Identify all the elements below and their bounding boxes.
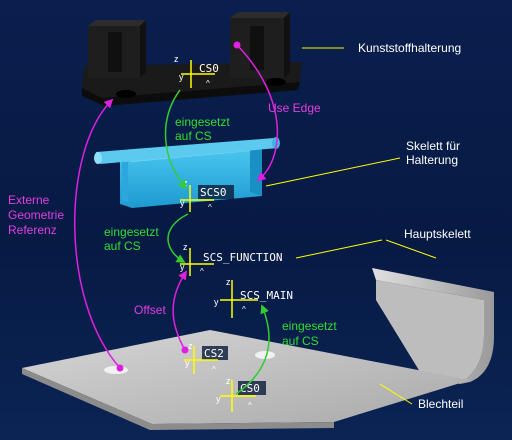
label-externe-3: Referenz: [8, 223, 57, 237]
label-eingesetzt-1b: auf CS: [175, 129, 212, 143]
axis-x-label: ^: [242, 305, 246, 314]
label-blechteil: Blechteil: [418, 397, 463, 411]
label-eingesetzt-1a: eingesetzt: [175, 115, 230, 129]
axis-y-label: y: [179, 72, 184, 82]
axis-y-label: y: [214, 297, 219, 307]
magenta-arrow-offset: [172, 270, 187, 351]
axis-z-label: z: [174, 54, 179, 64]
leader-skelett: [265, 157, 401, 187]
magenta-arrow-external-ref: [74, 98, 121, 369]
holder-skeleton-part: [94, 137, 280, 208]
axis-y-label: y: [180, 262, 185, 272]
label-eingesetzt-2b: auf CS: [104, 239, 141, 253]
scs-main-label: SCS_MAIN: [240, 289, 293, 302]
label-externe-1: Externe: [8, 193, 50, 207]
scs0-label: SCS0: [200, 186, 227, 199]
label-eingesetzt-2a: eingesetzt: [104, 225, 159, 239]
axis-z-label: z: [183, 242, 188, 252]
cs0-top-coordinate-system: z y ^ CS0: [174, 54, 219, 88]
axis-z-label: z: [226, 277, 231, 287]
green-arrow-middle: [167, 213, 189, 263]
plastic-holder-part: [82, 12, 302, 106]
leader-blechteil: [379, 383, 413, 405]
green-arrow-top: [164, 89, 188, 190]
label-externe-2: Geometrie: [8, 208, 64, 222]
cs0-bottom-label: CS0: [240, 382, 260, 395]
axis-x-label: ^: [206, 79, 210, 88]
cs0-bottom-coordinate-system: z y ^ CS0: [216, 376, 266, 412]
cs2-label: CS2: [204, 347, 224, 360]
axis-x-label: ^: [208, 203, 212, 212]
label-hauptskelett: Hauptskelett: [404, 227, 471, 241]
label-skelett-2: Halterung: [406, 153, 458, 167]
axis-x-label: ^: [248, 401, 252, 410]
axis-y-label: y: [180, 198, 185, 208]
label-use-edge: Use Edge: [268, 101, 321, 115]
sheet-metal-part: [22, 268, 494, 430]
axis-y-label: y: [185, 358, 190, 368]
label-eingesetzt-3b: auf CS: [282, 334, 319, 348]
label-skelett-1: Skelett für: [406, 139, 460, 153]
scs-function-coordinate-system: z y ^ SCS_FUNCTION: [180, 242, 282, 276]
scs-main-coordinate-system: z y ^ SCS_MAIN: [214, 277, 293, 318]
label-kunststoffhalterung: Kunststoffhalterung: [358, 41, 461, 55]
axis-x-label: ^: [200, 267, 204, 276]
label-offset: Offset: [134, 303, 166, 317]
magenta-arrow-use-edge: [236, 44, 279, 182]
cs0-top-label: CS0: [199, 62, 219, 75]
axis-x-label: ^: [212, 365, 216, 374]
axis-z-label: z: [188, 341, 193, 351]
axis-z-label: z: [226, 376, 231, 386]
leader-hauptskelett-2: [385, 239, 437, 259]
label-eingesetzt-3a: eingesetzt: [282, 319, 337, 333]
cs2-coordinate-system: z y ^ CS2: [184, 341, 228, 374]
axis-y-label: y: [216, 394, 221, 404]
scs-function-label: SCS_FUNCTION: [203, 251, 282, 264]
leader-hauptskelett-1: [295, 239, 383, 259]
green-arrow-bottom: [235, 304, 270, 395]
